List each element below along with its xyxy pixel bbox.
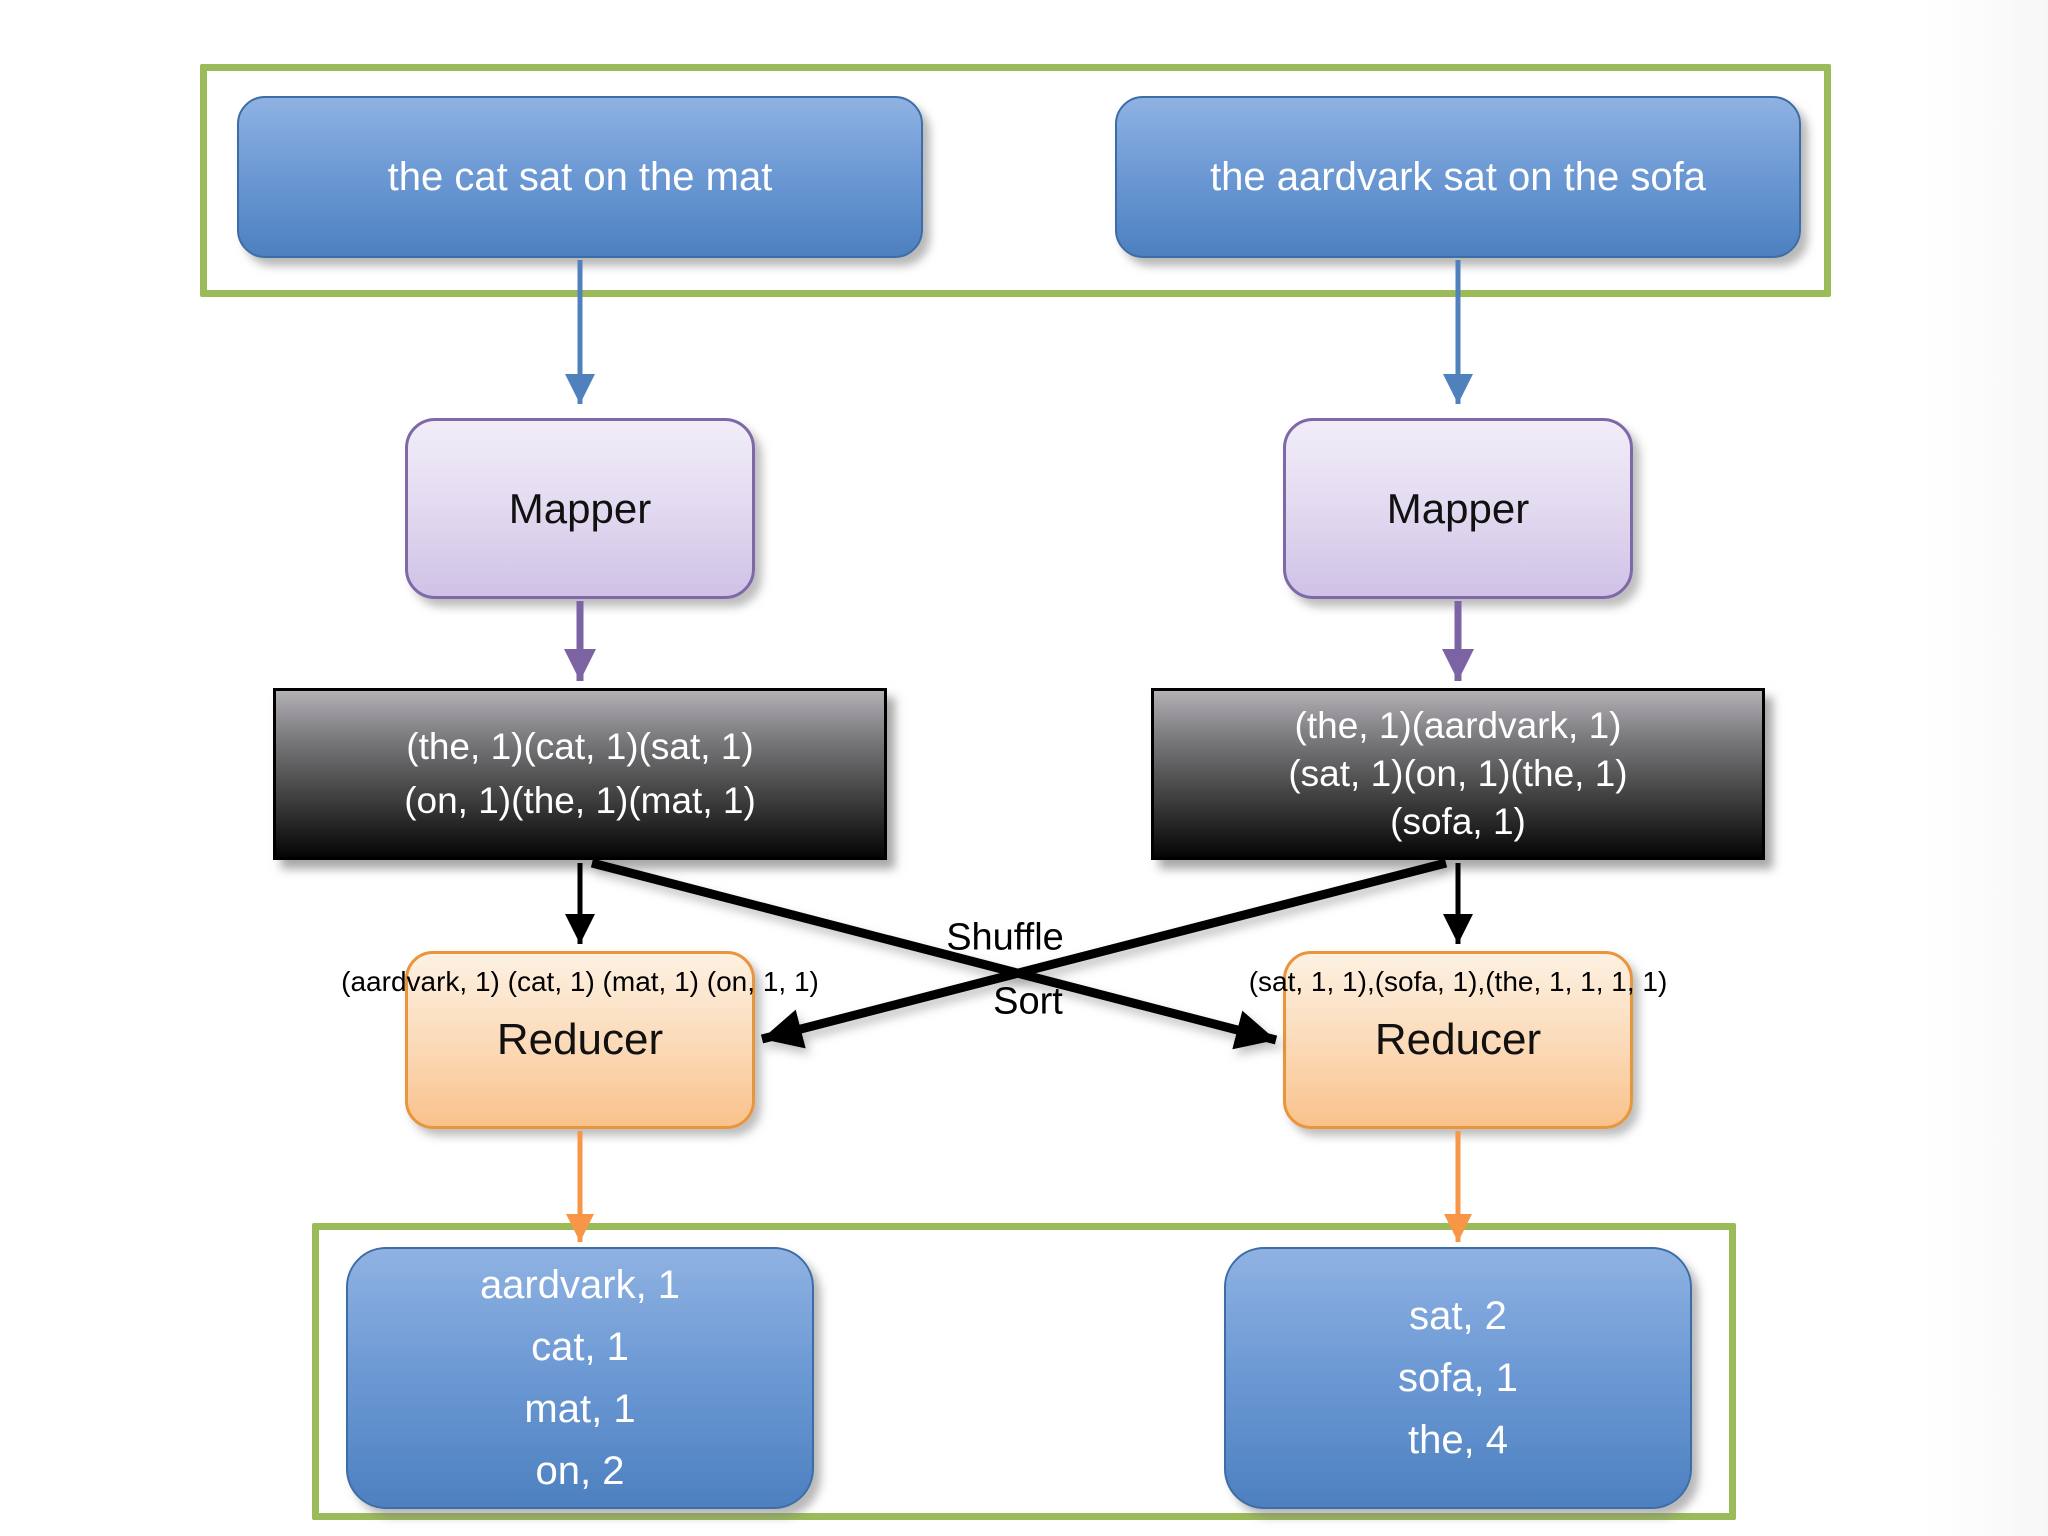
- map-output-box-1: (the, 1)(cat, 1)(sat, 1) (on, 1)(the, 1)…: [273, 688, 887, 860]
- map-output-line: (sofa, 1): [1390, 801, 1526, 843]
- mapper-label: Mapper: [1386, 484, 1530, 532]
- reducer-box-2: Reducer: [1283, 951, 1633, 1129]
- mapper-box-1: Mapper: [405, 418, 755, 599]
- reducer-label: Reducer: [1374, 1015, 1542, 1064]
- input-text: the cat sat on the mat: [387, 154, 773, 199]
- input-box-1: the cat sat on the mat: [237, 96, 923, 258]
- output-line: cat, 1: [531, 1325, 629, 1369]
- output-line: sat, 2: [1409, 1294, 1507, 1338]
- output-line: the, 4: [1407, 1418, 1509, 1462]
- reducer-box-1: Reducer: [405, 951, 755, 1129]
- map-output-box-2: (the, 1)(aardvark, 1) (sat, 1)(on, 1)(th…: [1151, 688, 1765, 860]
- output-line: mat, 1: [524, 1387, 636, 1431]
- input-group-frame: [200, 64, 1831, 297]
- reducer-input-label-1: (aardvark, 1) (cat, 1) (mat, 1) (on, 1, …: [341, 966, 819, 997]
- shuffle-label: Shuffle: [946, 916, 1064, 959]
- output-box-2: sat, 2 sofa, 1 the, 4: [1224, 1247, 1692, 1509]
- arrow-shuffle-mapoutput2-to-reducer1: [760, 858, 1448, 1049]
- output-group-frame: [312, 1223, 1736, 1520]
- map-output-line: (the, 1)(cat, 1)(sat, 1): [406, 726, 754, 768]
- output-line: aardvark, 1: [479, 1263, 681, 1307]
- sort-label: Sort: [993, 980, 1063, 1023]
- map-output-line: (sat, 1)(on, 1)(the, 1): [1288, 752, 1628, 794]
- reducer-label: Reducer: [496, 1015, 664, 1064]
- reducer-input-label-2: (sat, 1, 1),(sofa, 1),(the, 1, 1, 1, 1): [1248, 966, 1668, 997]
- output-box-1: aardvark, 1 cat, 1 mat, 1 on, 2: [346, 1247, 814, 1509]
- map-output-line: (the, 1)(aardvark, 1): [1294, 704, 1622, 746]
- arrow-shuffle-mapoutput1-to-reducer2: [590, 858, 1278, 1050]
- output-line: on, 2: [535, 1449, 625, 1493]
- input-box-2: the aardvark sat on the sofa: [1115, 96, 1801, 258]
- mapper-box-2: Mapper: [1283, 418, 1633, 599]
- input-text: the aardvark sat on the sofa: [1210, 154, 1706, 199]
- mapper-label: Mapper: [508, 484, 652, 532]
- output-line: sofa, 1: [1397, 1356, 1519, 1400]
- map-output-line: (on, 1)(the, 1)(mat, 1): [404, 780, 756, 821]
